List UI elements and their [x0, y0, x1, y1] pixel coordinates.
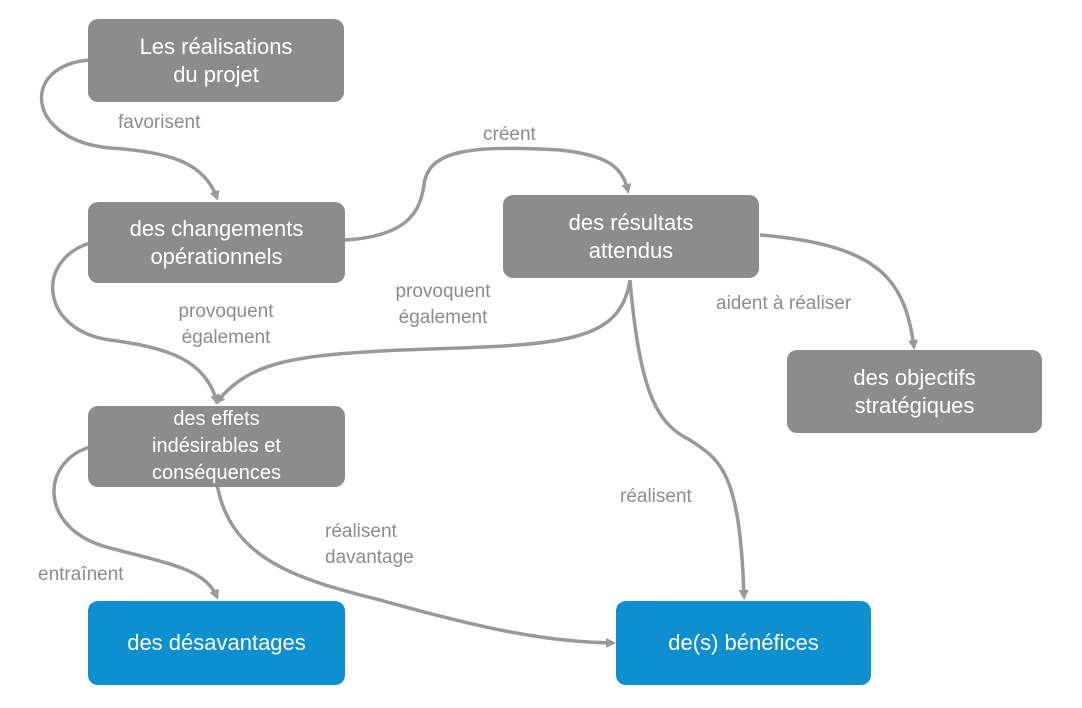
edge-changements-to-resultats — [344, 146, 632, 242]
node-resultats-label: des résultats attendus — [568, 209, 694, 263]
node-changements-label: des changements opérationnels — [129, 215, 304, 269]
edge-resultats-to-effets — [215, 279, 632, 405]
edge-resultats-to-objectifs — [759, 233, 919, 350]
node-effets-indesirables: des effets indésirables et conséquences — [88, 406, 345, 487]
node-realisations-du-projet: Les réalisations du projet — [88, 19, 344, 102]
edge-label-aident-a-realiser: aident à réaliser — [716, 293, 852, 314]
node-desavantages-label: des désavantages — [127, 630, 306, 655]
node-realisations-label: Les réalisations du projet — [139, 33, 293, 87]
edge-changements-to-effets — [50, 241, 220, 405]
edge-label-provoquent-left: provoquent également — [178, 301, 274, 348]
edge-label-entrainent: entraînent — [38, 564, 124, 585]
edge-resultats-to-benefices — [628, 279, 749, 600]
node-benefices-label: de(s) bénéfices — [668, 630, 819, 655]
node-effets-label: des effets indésirables et conséquences — [152, 408, 281, 484]
node-objectifs-label: des objectifs stratégiques — [853, 364, 976, 418]
edge-realisations-to-changements — [39, 58, 220, 201]
node-objectifs-strategiques: des objectifs stratégiques — [787, 350, 1042, 433]
node-resultats-attendus: des résultats attendus — [503, 195, 759, 278]
node-benefices: de(s) bénéfices — [616, 601, 871, 685]
node-changements-operationnels: des changements opérationnels — [88, 202, 345, 283]
edge-label-favorisent: favorisent — [118, 112, 201, 133]
edge-effets-to-benefices — [215, 483, 616, 648]
edge-label-realisent-davantage: réalisent davantage — [325, 521, 414, 568]
edge-label-provoquent-right: provoquent également — [395, 281, 491, 328]
edge-label-realisent: réalisent — [620, 486, 692, 507]
node-desavantages: des désavantages — [88, 601, 345, 685]
edge-effets-to-desavantages — [52, 445, 219, 600]
edge-label-creent: créent — [483, 124, 536, 145]
